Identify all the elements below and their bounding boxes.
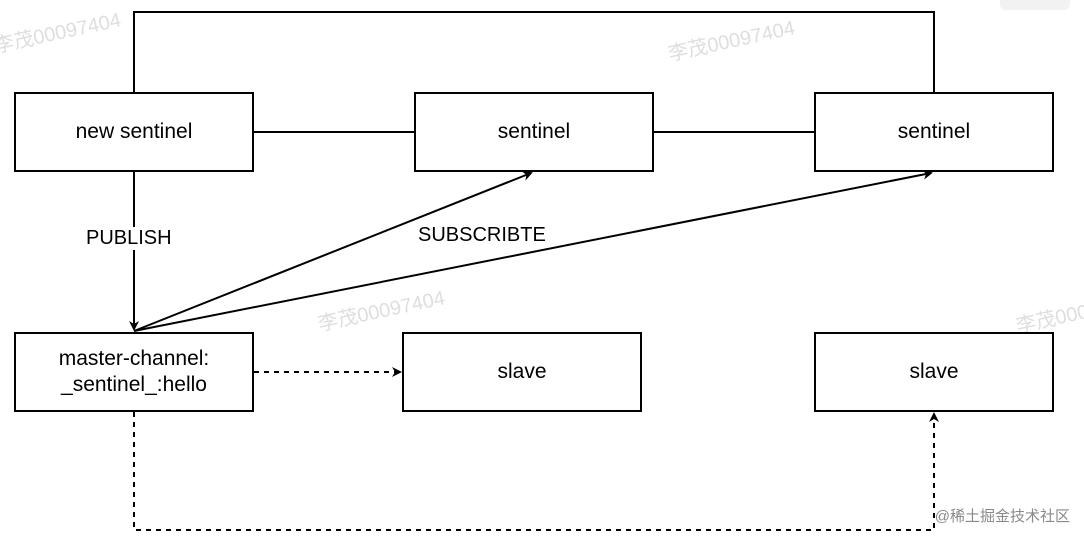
corner-ui-hint: [1000, 0, 1070, 10]
node-sentinel-right: sentinel: [814, 92, 1054, 172]
subscribe-arrow-sentinel-right: [133, 169, 933, 332]
node-label: new sentinel: [75, 119, 193, 143]
node-label-line2: _sentinel_:hello: [61, 373, 207, 396]
node-slave-right: slave: [814, 332, 1054, 412]
edge-label-publish: PUBLISH: [84, 227, 174, 250]
node-label: sentinel: [897, 119, 971, 143]
node-slave: slave: [402, 332, 642, 412]
node-label: slave: [909, 359, 959, 383]
node-label-line1: master-channel:: [58, 346, 210, 370]
node-label: slave: [497, 359, 547, 383]
brand-watermark: @稀土掘金技术社区: [934, 508, 1070, 525]
loop-connector: [133, 11, 935, 92]
node-sentinel: sentinel: [414, 92, 654, 172]
edge-label-subscribe: SUBSCRIBTE: [416, 224, 548, 247]
node-label: sentinel: [497, 119, 571, 143]
node-new-sentinel: new sentinel: [14, 92, 254, 172]
subscribe-arrow-sentinel: [133, 171, 533, 332]
node-master-channel: master-channel: _sentinel_:hello: [14, 332, 254, 412]
dashed-loop-to-right-slave: [133, 412, 939, 531]
